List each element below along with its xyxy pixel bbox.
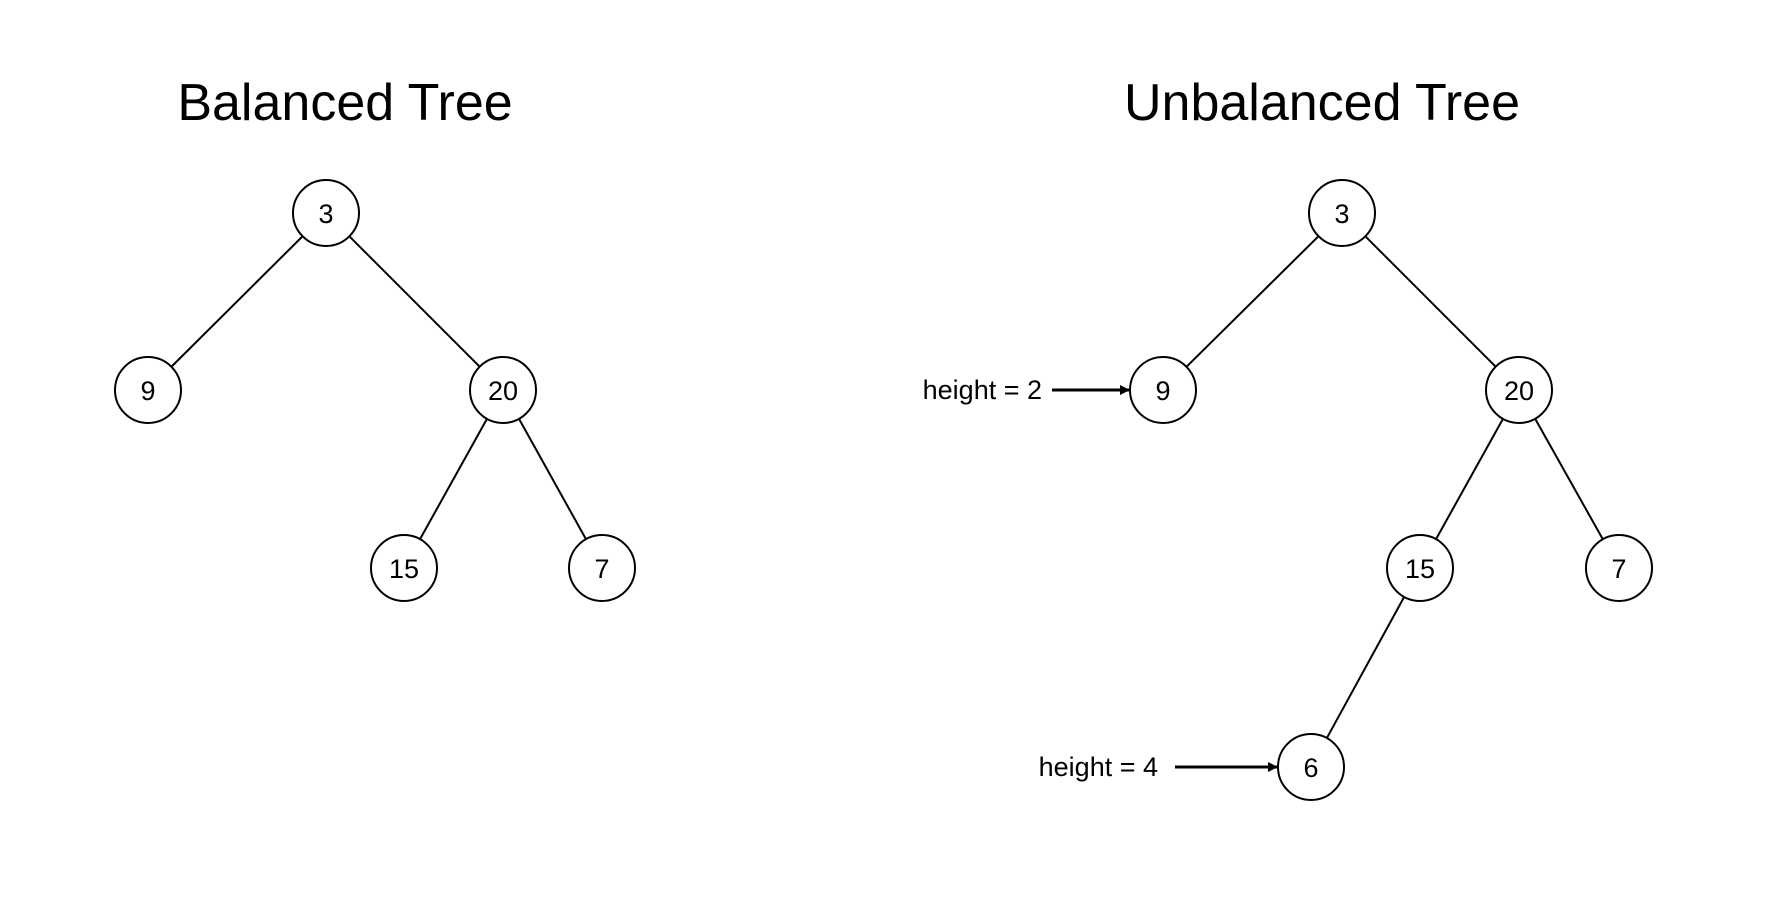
balanced-node-9: 9	[114, 356, 182, 424]
balanced-tree-title: Balanced Tree	[177, 74, 512, 132]
unbalanced-node-label: 9	[1155, 376, 1170, 406]
balanced-edge-b20-b15	[419, 418, 488, 540]
balanced-tree-edges	[170, 235, 587, 540]
balanced-node-circle	[370, 534, 438, 602]
unbalanced-node-9: 9	[1129, 356, 1197, 424]
unbalanced-tree-edges	[1185, 235, 1604, 739]
balanced-node-label: 7	[594, 554, 609, 584]
unbalanced-node-circle	[1277, 733, 1345, 801]
unbalanced-node-circle	[1129, 356, 1197, 424]
unbalanced-node-6: 6	[1277, 733, 1345, 801]
balanced-node-3: 3	[292, 179, 360, 247]
balanced-edge-b3-b9	[170, 235, 304, 368]
unbalanced-edge-u3-u20	[1364, 235, 1497, 368]
balanced-node-circle	[469, 356, 537, 424]
height-annotation-u6: height = 4	[1039, 752, 1278, 782]
unbalanced-node-circle	[1485, 356, 1553, 424]
unbalanced-node-label: 20	[1504, 376, 1534, 406]
unbalanced-edge-u20-u15	[1435, 418, 1504, 540]
unbalanced-node-20: 20	[1485, 356, 1553, 424]
unbalanced-node-7: 7	[1585, 534, 1653, 602]
unbalanced-node-circle	[1308, 179, 1376, 247]
balanced-tree-panel: Balanced Tree 3 9 20 15 7	[114, 74, 636, 602]
unbalanced-tree-annotations: height = 2 height = 4	[923, 375, 1278, 782]
height-annotation-label: height = 4	[1039, 752, 1158, 782]
balanced-node-15: 15	[370, 534, 438, 602]
balanced-node-label: 20	[488, 376, 518, 406]
height-annotation-u9: height = 2	[923, 375, 1130, 405]
balanced-node-20: 20	[469, 356, 537, 424]
unbalanced-node-15: 15	[1386, 534, 1454, 602]
balanced-node-circle	[292, 179, 360, 247]
height-annotation-label: height = 2	[923, 375, 1042, 405]
balanced-node-label: 9	[140, 376, 155, 406]
balanced-node-circle	[568, 534, 636, 602]
unbalanced-node-label: 15	[1405, 554, 1435, 584]
unbalanced-node-circle	[1386, 534, 1454, 602]
unbalanced-node-label: 6	[1303, 753, 1318, 783]
balanced-node-circle	[114, 356, 182, 424]
balanced-node-label: 3	[318, 199, 333, 229]
unbalanced-edge-u20-u7	[1534, 418, 1604, 540]
unbalanced-node-label: 7	[1611, 554, 1626, 584]
unbalanced-node-circle	[1585, 534, 1653, 602]
unbalanced-tree-nodes: 3 9 20 15 7 6	[1129, 179, 1653, 801]
balanced-node-7: 7	[568, 534, 636, 602]
unbalanced-node-label: 3	[1334, 199, 1349, 229]
unbalanced-tree-title: Unbalanced Tree	[1124, 74, 1520, 132]
unbalanced-edge-u3-u9	[1185, 235, 1320, 368]
unbalanced-node-3: 3	[1308, 179, 1376, 247]
unbalanced-edge-u15-u6	[1325, 596, 1406, 739]
balanced-edge-b3-b20	[348, 235, 481, 368]
balanced-tree-nodes: 3 9 20 15 7	[114, 179, 636, 602]
balanced-node-label: 15	[389, 554, 419, 584]
balanced-edge-b20-b7	[518, 418, 587, 540]
